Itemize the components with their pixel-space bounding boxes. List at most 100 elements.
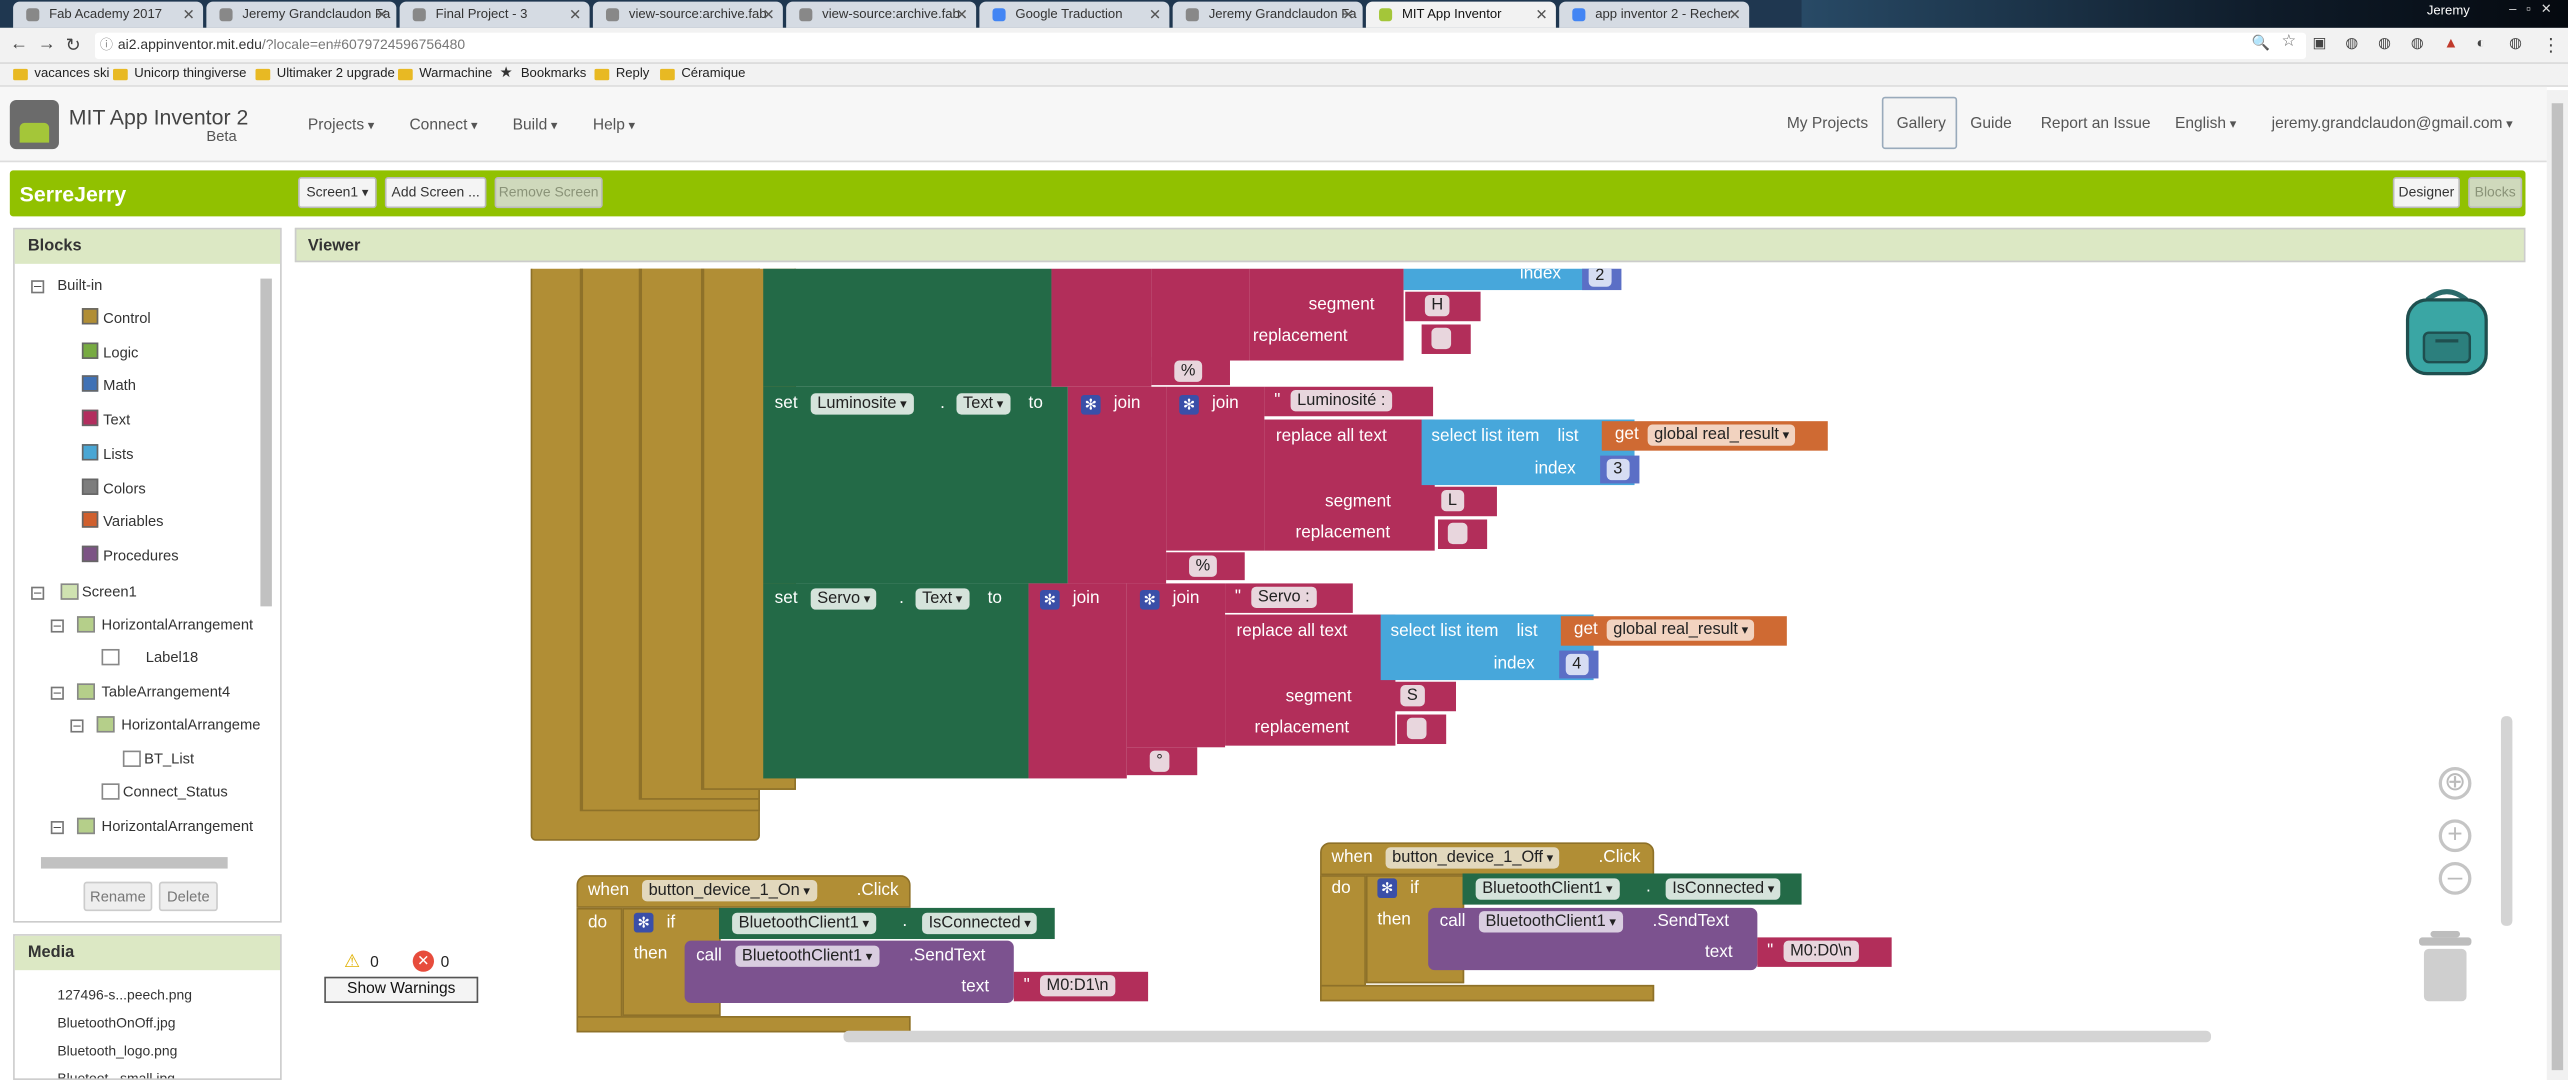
window-controls[interactable]: –▫✕: [2509, 1, 2562, 17]
bookmark[interactable]: Céramique: [660, 66, 745, 81]
collapse-icon[interactable]: –: [70, 719, 84, 733]
tree-component[interactable]: HorizontalArrangeme: [121, 716, 261, 733]
join-block[interactable]: [1126, 583, 1226, 748]
property-dropdown[interactable]: Text: [956, 393, 1010, 415]
collapse-icon[interactable]: –: [50, 686, 64, 700]
property-dropdown[interactable]: Text: [915, 588, 969, 610]
text-field[interactable]: S: [1400, 685, 1425, 707]
category-lists[interactable]: Lists: [103, 445, 134, 462]
bookmark[interactable]: Bookmarks: [500, 64, 587, 80]
browser-tab[interactable]: Jeremy Grandclaudon Fa✕: [206, 1, 397, 28]
set-block[interactable]: [763, 386, 1068, 584]
text-field[interactable]: L: [1441, 490, 1464, 512]
component-dropdown[interactable]: button_device_1_On: [642, 880, 817, 902]
collapse-icon[interactable]: –: [31, 586, 45, 600]
close-icon[interactable]: ✕: [1148, 6, 1162, 23]
zoom-in-icon[interactable]: +: [2438, 819, 2472, 853]
text-field[interactable]: M0:D1\n: [1040, 975, 1116, 997]
number-field[interactable]: 2: [1588, 268, 1611, 287]
property-dropdown[interactable]: IsConnected: [922, 912, 1038, 935]
browser-tab[interactable]: view-source:archive.fab✕: [592, 1, 783, 28]
zoom-icon[interactable]: 🔍: [2251, 34, 2270, 51]
number-block[interactable]: 4: [1559, 650, 1599, 679]
mutator-gear-icon[interactable]: ✻: [1377, 878, 1398, 899]
tree-component[interactable]: BT_List: [144, 750, 195, 767]
set-block[interactable]: [763, 583, 1029, 779]
bookmark[interactable]: Unicorp thingiverse: [113, 66, 246, 81]
profile-name[interactable]: Jeremy: [2426, 3, 2470, 19]
text-field[interactable]: °: [1149, 750, 1170, 772]
close-icon[interactable]: ✕: [375, 6, 389, 23]
backpack-icon[interactable]: [2404, 287, 2489, 377]
component-dropdown[interactable]: BluetoothClient1: [1475, 878, 1620, 900]
category-procedures[interactable]: Procedures: [103, 547, 179, 564]
star-icon[interactable]: ☆: [2281, 32, 2297, 51]
extension-icon[interactable]: ◍: [2509, 34, 2522, 51]
workspace-vscrollbar[interactable]: [2500, 716, 2513, 926]
blocks-button[interactable]: Blocks: [2468, 176, 2523, 209]
tree-hscrollbar[interactable]: [40, 857, 228, 869]
close-icon[interactable]: ✕: [569, 6, 582, 23]
event-footer[interactable]: [576, 1016, 911, 1033]
replace-all-text-block[interactable]: [1264, 419, 1435, 551]
text-field[interactable]: %: [1189, 555, 1217, 577]
close-icon[interactable]: ✕: [762, 6, 775, 23]
collapse-icon[interactable]: –: [50, 619, 64, 633]
browser-tab[interactable]: Jeremy Grandclaudon Fa✕: [1172, 1, 1363, 28]
extension-icon[interactable]: ◍: [2378, 34, 2391, 51]
category-variables[interactable]: Variables: [103, 513, 164, 530]
mutator-gear-icon[interactable]: ✻: [1040, 589, 1060, 610]
text-field[interactable]: Luminosité :: [1290, 390, 1393, 412]
page-scrollbar[interactable]: [2546, 90, 2568, 1080]
menu-build[interactable]: Build: [513, 116, 558, 134]
add-screen-button[interactable]: Add Screen ...: [384, 176, 487, 209]
browser-tab[interactable]: Fab Academy 2017✕: [13, 1, 204, 28]
text-field[interactable]: [1406, 717, 1427, 740]
tree-component[interactable]: TableArrangement4: [101, 683, 231, 700]
text-block[interactable]: %: [1151, 357, 1230, 386]
browser-tab[interactable]: Final Project - 3✕: [399, 1, 590, 28]
bookmark[interactable]: Ultimaker 2 upgrade: [255, 66, 395, 81]
tree-builtin[interactable]: Built-in: [57, 276, 103, 294]
variable-dropdown[interactable]: global real_result: [1647, 424, 1796, 446]
text-field[interactable]: [1447, 522, 1468, 545]
extension-icon[interactable]: ◍: [2345, 34, 2359, 51]
my-projects-link[interactable]: My Projects: [1786, 114, 1869, 133]
close-icon[interactable]: ✕: [182, 6, 195, 23]
browser-tab-active[interactable]: MIT App Inventor✕: [1365, 1, 1556, 28]
mutator-gear-icon[interactable]: ✻: [1080, 394, 1101, 415]
menu-help[interactable]: Help: [593, 116, 635, 134]
workspace-hscrollbar[interactable]: [843, 1030, 2212, 1043]
text-block[interactable]: L: [1421, 486, 1497, 517]
text-block[interactable]: °: [1126, 747, 1198, 776]
component-dropdown[interactable]: BluetoothClient1: [735, 945, 879, 967]
app-inventor-logo[interactable]: [9, 99, 59, 150]
menu-projects[interactable]: Projects: [308, 116, 374, 134]
forward-icon[interactable]: →: [37, 34, 56, 55]
component-dropdown[interactable]: BluetoothClient1: [1478, 911, 1623, 933]
close-icon[interactable]: ✕: [1535, 6, 1548, 23]
back-icon[interactable]: ←: [9, 34, 28, 55]
text-block[interactable]: "Luminosité :: [1264, 386, 1434, 417]
component-dropdown[interactable]: BluetoothClient1: [732, 912, 876, 935]
text-block[interactable]: [1397, 714, 1447, 745]
recenter-icon[interactable]: ⊕: [2438, 766, 2472, 800]
collapse-icon[interactable]: –: [50, 820, 64, 835]
guide-link[interactable]: Guide: [1970, 114, 2012, 133]
media-item[interactable]: Bluetooth_logo.png: [57, 1042, 178, 1059]
tree-component[interactable]: Connect_Status: [122, 783, 228, 800]
text-field[interactable]: [1431, 327, 1452, 350]
select-list-item-block[interactable]: [1403, 268, 1601, 291]
text-field[interactable]: %: [1174, 360, 1202, 382]
component-dropdown[interactable]: Luminosite: [810, 393, 914, 415]
category-control[interactable]: Control: [103, 309, 151, 327]
media-item[interactable]: BluetoothOnOff.jpg: [57, 1014, 176, 1031]
menu-icon[interactable]: ⋮: [2541, 36, 2560, 56]
language-menu[interactable]: English: [2175, 115, 2236, 133]
text-block[interactable]: "Servo :: [1225, 583, 1353, 613]
collapse-icon[interactable]: –: [31, 279, 45, 294]
replace-all-text-block[interactable]: [1151, 268, 1250, 361]
pdf-icon[interactable]: ▲: [2443, 34, 2459, 51]
